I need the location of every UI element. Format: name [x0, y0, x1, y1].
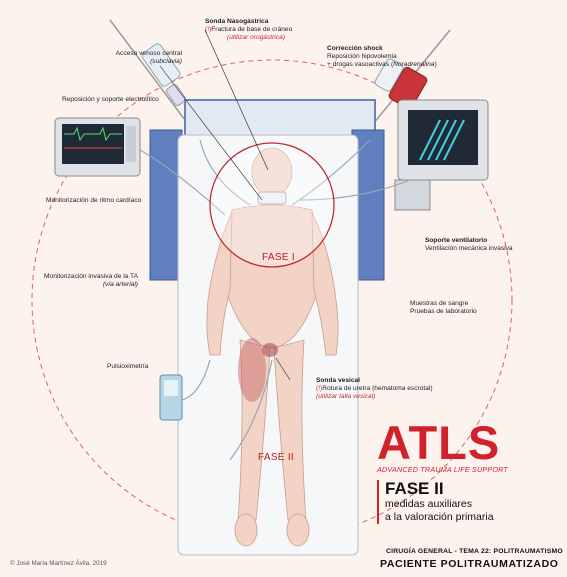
- label-text: Monitorización invasiva de la TA: [44, 273, 138, 280]
- label-line2-pre: + drogas vasoactivas (: [327, 61, 394, 68]
- phase-line2: a la valoración primaria: [385, 511, 494, 523]
- label-sonda-nasogastrica: Sonda Nasogástrica (!)Fractura de base d…: [205, 18, 292, 42]
- label-pulsioximetria: Pulsioximetría: [107, 363, 148, 371]
- label-title: Sonda Nasogástrica: [205, 18, 269, 25]
- fase2-circle: [31, 59, 513, 541]
- label-title: Corrección shock: [327, 45, 383, 52]
- label-reposicion: Reposición y soporte electrolítico: [62, 96, 159, 104]
- pulse-oximeter-device: [159, 374, 183, 421]
- fase1-circle: [209, 142, 335, 268]
- label-ritmo-cardiaco: Monitorización de ritmo cardíaco: [46, 197, 141, 205]
- bruise-thigh: [238, 338, 266, 402]
- tubing: [139, 139, 411, 461]
- monitor-left: [54, 117, 141, 177]
- label-note: (utilizar talla vesical): [316, 393, 376, 400]
- label-text: Pulsioximetría: [107, 363, 149, 370]
- fase2-label: FASE II: [258, 452, 295, 463]
- fase1-label: FASE I: [262, 252, 295, 263]
- ventilator-right: [394, 99, 489, 211]
- atls-subtitle: ADVANCED TRAUMA LIFE SUPPORT: [377, 465, 509, 474]
- atls-title: ATLS: [377, 416, 501, 469]
- label-note: (utilizar orogástrica): [227, 34, 285, 41]
- label-line1: Muestras de sangre: [410, 300, 469, 307]
- label-text: Reposición y soporte electrolítico: [62, 96, 159, 103]
- label-line2-post: ): [434, 61, 437, 68]
- course-label: CIRUGÍA GENERAL - TEMA 22: POLITRAUMATIS…: [386, 548, 563, 555]
- phase-block: FASE II medidas auxiliares a la valoraci…: [377, 480, 494, 524]
- label-text: Ventilación mecánica invasiva: [425, 245, 513, 252]
- bed-rail-left: [149, 129, 183, 281]
- pointer-lines: [159, 29, 291, 381]
- label-line2: Pruebas de laboratorio: [410, 308, 477, 315]
- copyright: © José María Martínez Ávila. 2019: [10, 560, 107, 567]
- label-text: Rotura de uretra (hematoma escrotal): [322, 385, 433, 392]
- phase-title: FASE II: [385, 479, 444, 498]
- label-sonda-vesical: Sonda vesical (!)Rotura de uretra (hemat…: [316, 377, 433, 401]
- warning-marker: (!): [316, 385, 323, 392]
- bed-headboard: [184, 99, 376, 141]
- label-acceso-venoso: Acceso venoso central (subclavia): [90, 50, 182, 66]
- iv-drip-right: [359, 29, 451, 141]
- label-correccion-shock: Corrección shock Reposición hipovolemia …: [327, 45, 437, 69]
- label-line1: Reposición hipovolemia: [327, 53, 397, 60]
- label-monitorizacion-ta: Monitorización invasiva de la TA (vía ar…: [30, 273, 138, 289]
- atls-logo: ATLS ADVANCED TRAUMA LIFE SUPPORT: [377, 416, 567, 474]
- label-text: Monitorización de ritmo cardíaco: [46, 197, 142, 204]
- phase-line1: medidas auxiliares: [385, 498, 472, 510]
- warning-marker: (!): [205, 26, 212, 33]
- label-title: Sonda vesical: [316, 377, 360, 384]
- label-title: Soporte ventilatorio: [425, 237, 488, 244]
- label-line2-italic: Noradrenalina: [393, 61, 435, 68]
- label-text: Acceso venoso central: [115, 50, 182, 57]
- cervical-collar: [257, 191, 287, 205]
- label-muestras-sangre: Muestras de sangre Pruebas de laboratori…: [410, 300, 477, 316]
- label-note: (subclavia): [150, 58, 182, 65]
- patient-title: PACIENTE POLITRAUMATIZADO: [380, 558, 559, 570]
- label-text: Fractura de base de cráneo: [211, 26, 293, 33]
- scrotal-hematoma: [262, 343, 278, 357]
- label-note: (vía arterial): [102, 281, 138, 288]
- label-soporte-ventilatorio: Soporte ventilatorio Ventilación mecánic…: [425, 237, 513, 253]
